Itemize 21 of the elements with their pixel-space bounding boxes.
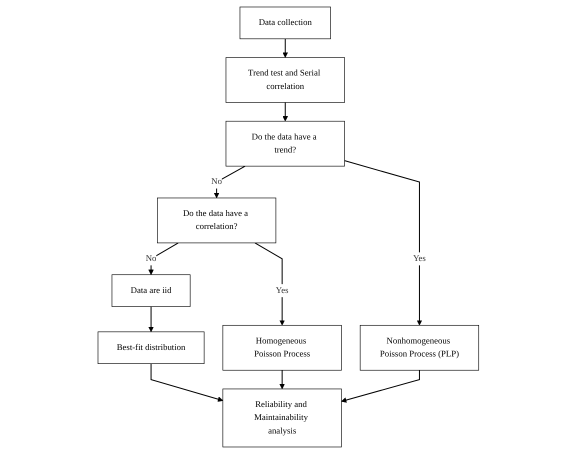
- node-box: Reliability and Maintainability analysis: [222, 388, 342, 448]
- node-box: Do the data have a correlation?: [156, 198, 276, 244]
- arrow: [279, 370, 285, 390]
- arrow: [148, 306, 154, 332]
- edge-label: Yes: [412, 254, 426, 264]
- edge-label: No: [145, 254, 156, 264]
- node-box: Data collection: [239, 6, 330, 40]
- node-box: Best-fit distribution: [97, 332, 204, 364]
- arrow: [340, 370, 420, 403]
- arrow: [254, 242, 285, 326]
- arrow: [282, 102, 288, 122]
- arrow: [282, 38, 288, 58]
- arrow: [344, 160, 422, 326]
- node-box: Homogeneous Poisson Process: [222, 324, 342, 371]
- arrow: [150, 363, 223, 402]
- node-box: Do the data have a trend?: [225, 120, 344, 166]
- node-box: Data are iid: [111, 274, 190, 307]
- edge-label: Yes: [275, 286, 288, 296]
- node-box: Trend test and Serial correlation: [225, 57, 344, 103]
- edge-label: No: [210, 177, 222, 187]
- node-box: Nonhomogeneous Poisson Process (PLP): [359, 324, 479, 371]
